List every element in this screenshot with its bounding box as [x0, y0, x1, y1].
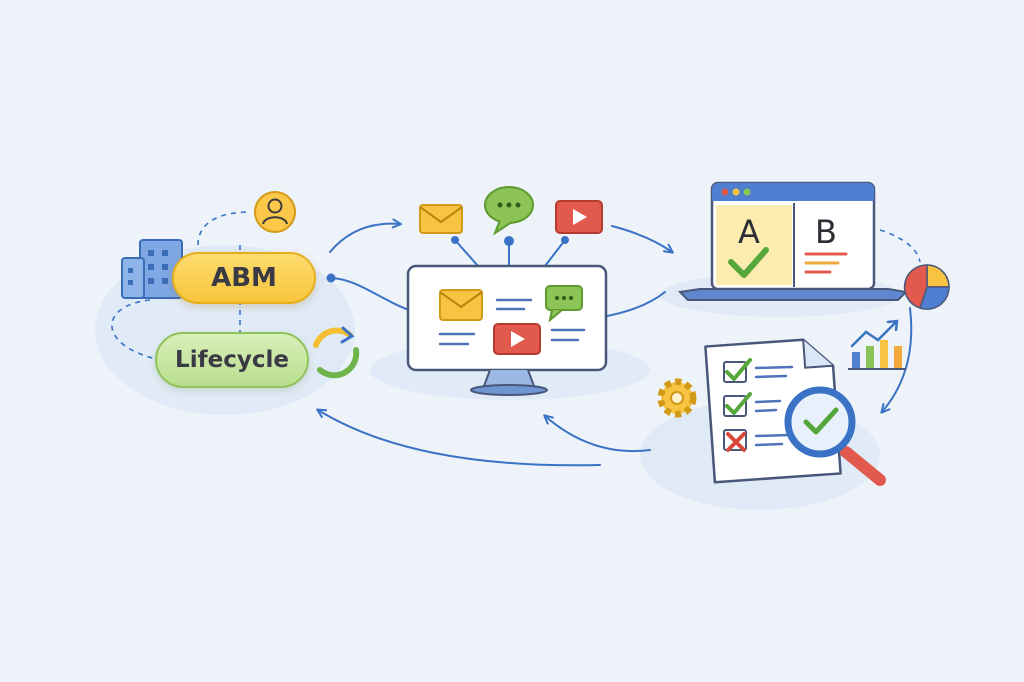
arrow-return-to-lifecycle	[316, 408, 601, 467]
office-building-icon	[121, 239, 183, 299]
abm-pill: ABM	[172, 252, 316, 304]
arrow-abm-to-email	[329, 218, 402, 253]
growth-bar-chart-icon	[848, 319, 906, 370]
pie-chart-icon	[903, 264, 950, 310]
refresh-cycle-icon	[313, 326, 360, 379]
magnifier-check-icon	[784, 386, 886, 486]
connector-abm-to-monitor	[331, 277, 415, 313]
lifecycle-pill: Lifecycle	[155, 332, 309, 388]
variant-a-label: A	[738, 213, 760, 251]
arrow-video-to-laptop	[611, 225, 674, 254]
user-avatar-icon	[239, 191, 296, 250]
lifecycle-label: Lifecycle	[175, 347, 289, 373]
abm-label: ABM	[211, 263, 277, 293]
connector-monitor-to-laptop	[601, 291, 666, 318]
video-play-icon	[555, 200, 603, 234]
gear-icon	[657, 378, 697, 418]
arrow-piechart-to-document	[880, 307, 913, 414]
laptop-icon	[677, 181, 909, 301]
arrow-document-to-monitor	[543, 414, 651, 452]
chat-bubble-icon	[484, 186, 534, 236]
monitor-icon	[406, 264, 608, 396]
email-icon	[419, 204, 463, 234]
variant-b-label: B	[815, 213, 837, 251]
checklist-document-icon	[704, 338, 842, 484]
